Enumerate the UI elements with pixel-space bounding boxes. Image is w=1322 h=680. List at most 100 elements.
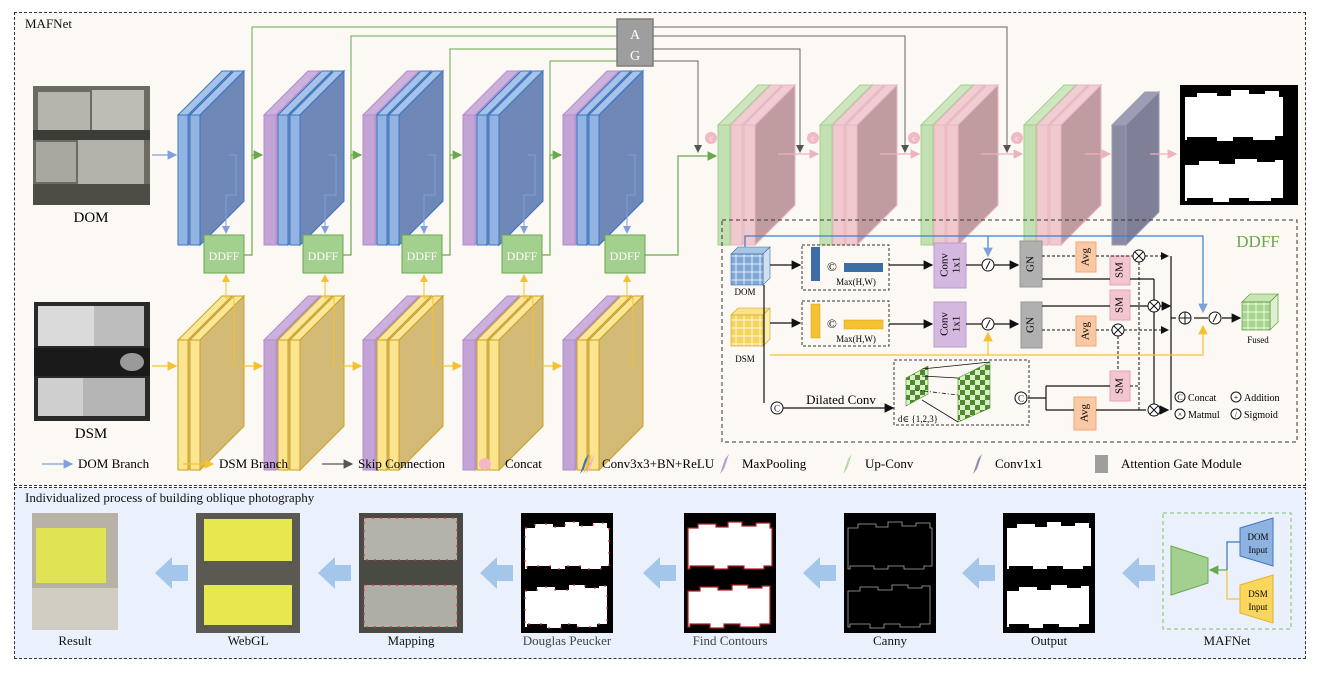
ddff-op-label: Avg <box>1080 321 1092 340</box>
ddff-op-label: Avg <box>1079 403 1091 422</box>
legend-item: Up-Conv <box>843 454 914 474</box>
dom-avg-box <box>1075 241 1097 273</box>
ddff-row: DDFF DDFF DDFF DDFF DDFF <box>203 154 646 366</box>
dom-input-text: DOM <box>1247 532 1268 542</box>
ddff-output-arrow <box>244 150 264 256</box>
pipeline-step-label: Douglas Peucker <box>523 633 612 648</box>
legend-item: Conv1x1 <box>973 454 1043 474</box>
ddff-output-arrow <box>442 150 463 256</box>
legend-item: Conv3x3+BN+ReLU <box>580 454 715 474</box>
legend-label: MaxPooling <box>742 456 807 471</box>
dsm-input-text: Input <box>1249 602 1268 612</box>
dom-branch-arrow <box>222 154 237 234</box>
maxpool-icon <box>720 454 729 474</box>
sigmoid-op <box>981 317 995 331</box>
svg-text:×: × <box>1178 410 1183 419</box>
matmul-op <box>1132 249 1146 263</box>
svg-text:C: C <box>1018 394 1024 404</box>
flow-arrow-icon <box>318 557 351 589</box>
dsm-sm-box <box>1109 289 1131 321</box>
ag-input-line <box>350 35 617 155</box>
dilation-rate-label: d∈ {1,2,3} <box>898 414 938 424</box>
legend-label: DOM Branch <box>78 456 150 471</box>
ag-input-line <box>251 26 617 155</box>
ddff-block <box>604 234 646 274</box>
concat-icon <box>479 458 491 470</box>
concat-icon <box>908 132 920 144</box>
ddff-block <box>401 234 443 274</box>
dsm-max-label: Max(H,W) <box>836 334 876 344</box>
pipeline-step: Find Contours <box>684 513 776 648</box>
pipeline-step-label: Mapping <box>388 633 435 648</box>
dom-sm-box <box>1109 255 1131 286</box>
flow-arrow-icon <box>155 557 188 589</box>
addition-op <box>1178 311 1192 325</box>
legend-item: DOM Branch <box>42 456 150 471</box>
legend-label: Skip Connection <box>358 456 446 471</box>
pipeline-step: Mapping <box>359 513 463 648</box>
mafnet-mini-box <box>1162 512 1292 630</box>
dsm-gn-box <box>1020 301 1043 349</box>
feature-map-face <box>398 294 444 472</box>
ddff-block-label: DDFF <box>209 249 240 263</box>
conv1x1-text: Conv <box>939 253 951 277</box>
ag-letter-a: A <box>630 28 641 43</box>
ddff-op-label: GN <box>1025 256 1037 272</box>
feature-map-face <box>598 69 644 247</box>
conv1x1-text: Conv <box>939 312 951 336</box>
ddff-legend-label: Matmul <box>1188 410 1220 421</box>
feature-map-face <box>498 294 544 472</box>
dom-max-label: Max(H,W) <box>836 277 876 287</box>
ddff-block-label: DDFF <box>507 249 538 263</box>
ddff-legend-item: /Sigmoid <box>1230 408 1278 421</box>
dsm-concat-symbol: © <box>827 316 837 331</box>
dilated-kernel-small <box>905 365 929 407</box>
ddff-legend-symbol-icon <box>1174 391 1186 403</box>
attention-gate-box: A G <box>616 18 654 67</box>
ddff-legend-label: Addition <box>1244 393 1280 404</box>
svg-text:+: + <box>1234 393 1239 402</box>
legend-item: MaxPooling <box>720 454 807 474</box>
dom-branch-arrow <box>420 154 436 234</box>
dom-conv1x1-box <box>933 242 967 289</box>
dom-gn-box <box>1019 240 1043 288</box>
pipeline-step-label: Find Contours <box>693 633 768 648</box>
ddff-op-label: GN <box>1025 317 1037 333</box>
pipeline-step-label: WebGL <box>228 633 269 648</box>
svg-text:/: / <box>1235 410 1238 419</box>
dsm-input-label: DSM <box>75 426 108 442</box>
ddff-legend-item: × Matmul <box>1174 408 1220 421</box>
matmul-op <box>1111 323 1125 337</box>
feature-map-face <box>598 294 644 472</box>
dsm-avg-box <box>1075 315 1097 347</box>
decoder-feature-face <box>856 83 898 247</box>
dilated-kernel-large <box>957 361 991 423</box>
concat-symbol: c <box>912 134 916 143</box>
sigmoid-op <box>981 258 995 272</box>
ddff-output-arrow <box>542 150 563 256</box>
concat-icon <box>705 132 717 144</box>
ddff-op-label: SM <box>1114 378 1126 394</box>
ddff-block-label: DDFF <box>610 249 641 263</box>
decoder-trapezoid <box>1170 545 1209 596</box>
legend-label: Up-Conv <box>865 456 914 471</box>
skip-connection-arrow <box>653 35 909 153</box>
dsm-branch-arrow <box>420 274 434 366</box>
feature-map-face <box>199 69 245 247</box>
pipeline-step-label: Canny <box>873 633 907 648</box>
ddff-fused-label: Fused <box>1247 335 1269 345</box>
flow-arrow-icon <box>1122 557 1155 589</box>
ddff-legend-symbol-icon <box>1230 391 1242 403</box>
dsm-branch-arrow <box>321 274 335 366</box>
feature-map-face <box>398 69 444 247</box>
ddff-block-label: DDFF <box>407 249 438 263</box>
ddff-output-arrow <box>343 150 363 256</box>
pipeline-step: WebGL <box>196 513 300 648</box>
ddff-block-label: DDFF <box>308 249 339 263</box>
dom-concat-symbol: © <box>827 259 837 274</box>
dsm-conv1x1-box <box>933 301 967 348</box>
ddff-dom-cube <box>730 246 771 286</box>
ddff-op-label: Avg <box>1080 247 1092 266</box>
feature-map-face <box>299 294 345 472</box>
